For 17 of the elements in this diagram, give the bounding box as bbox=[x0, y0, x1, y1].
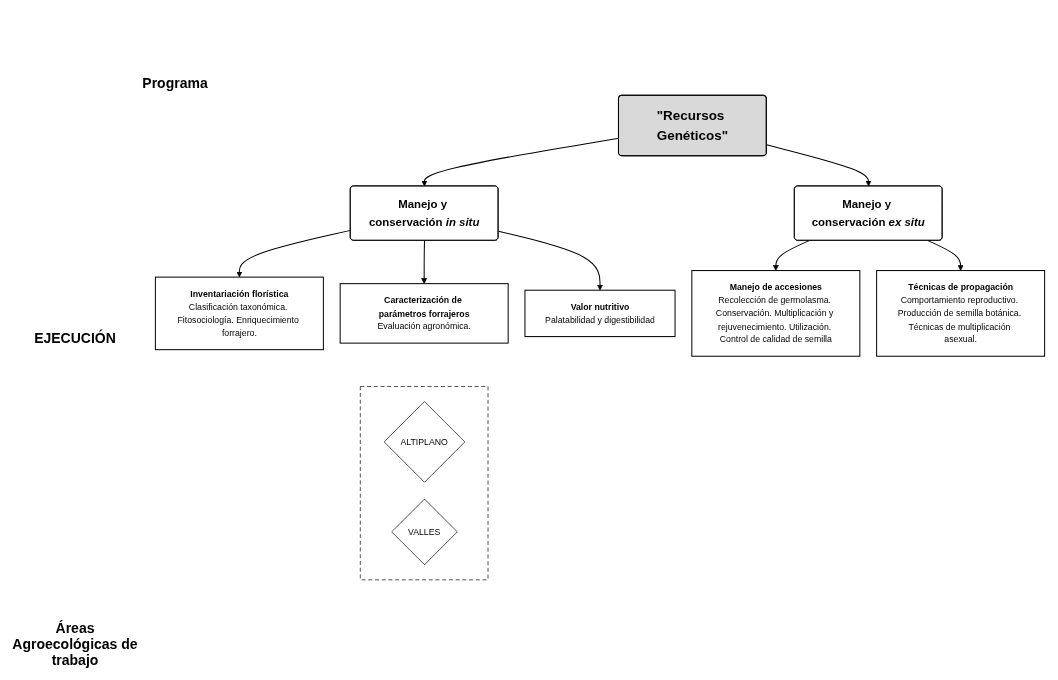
node-box: Manejo de accesiones Recolección de germolasma. Conservación. Multiplicación y rejuvenecimiento. Utilización. Control de calidad de semilla bbox=[691, 270, 861, 357]
node-box: Caracterización de parámetros forrajeros Evaluación agronómica. bbox=[339, 283, 509, 344]
arrow bbox=[766, 144, 872, 187]
arrow bbox=[772, 240, 810, 271]
side-label: Áreas Agroecológicas de trabajo bbox=[11, 620, 139, 668]
arrow bbox=[421, 240, 428, 284]
node-diamond: ALTIPLANO bbox=[383, 401, 466, 483]
node-diamond: VALLES bbox=[391, 498, 458, 566]
node-box: Valor nutritivo Palatabilidad y digestibilidad bbox=[524, 289, 676, 338]
arrow bbox=[497, 230, 603, 291]
node-box: Técnicas de propagación Comportamiento reproductivo. Producción de semilla botánica. Técnicas de multiplicación asexual. bbox=[876, 270, 1046, 357]
node-box: Inventariación florística Clasificación taxonómica. Fitosociología. Enriquecimiento forrajero. bbox=[154, 276, 324, 351]
side-label: Programa bbox=[141, 75, 209, 91]
cluster bbox=[359, 386, 489, 581]
arrow bbox=[236, 229, 352, 278]
arrow bbox=[927, 240, 964, 271]
row-heading: EJECUCIÓN bbox=[33, 330, 117, 346]
